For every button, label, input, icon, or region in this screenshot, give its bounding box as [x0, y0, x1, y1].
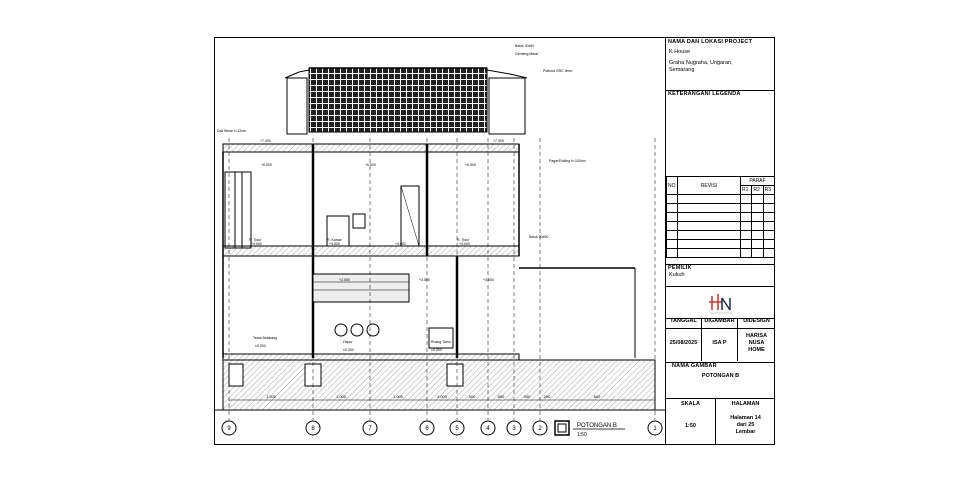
drawing-name-section: NAMA GAMBAR POTONGAN B — [666, 362, 775, 399]
drawn-value: ISA P — [702, 329, 738, 361]
level-mark: +7.000 — [493, 139, 504, 143]
foundation — [215, 359, 665, 411]
project-location: Graha Nugraha, Ungaran, Semarang — [669, 60, 733, 73]
grid-label: 2 — [538, 426, 542, 432]
lower-floor — [222, 256, 636, 361]
col-no: NO — [666, 176, 678, 195]
project-section: NAMA DAN LOKASI PROJECT K House Graha Nu… — [666, 38, 775, 91]
level-mark: +6.500 — [465, 163, 476, 167]
level-mark: ±0.000 — [343, 348, 354, 352]
project-name: K House — [669, 49, 691, 55]
level-mark: ±0.000 — [255, 344, 266, 348]
logo-section — [666, 286, 775, 319]
upper-floor — [222, 143, 520, 257]
level-mark: +3.500 — [419, 278, 430, 282]
grid-bubbles: 9 8 7 6 5 4 3 2 1 — [221, 420, 663, 436]
annotation: Balok 30x50 — [515, 44, 534, 48]
roof — [284, 67, 528, 135]
project-header: NAMA DAN LOKASI PROJECT — [668, 39, 753, 45]
scale-section: SKALA 1:50 HALAMAN Halaman 14 dari 25 Le… — [666, 398, 775, 444]
level-mark: +4.000 — [459, 242, 470, 246]
dim-label: 200 — [544, 394, 551, 399]
paraf-col: R2 — [751, 185, 764, 195]
grid-label: 7 — [368, 426, 372, 432]
grid-lines — [228, 138, 656, 420]
title-block: NAMA DAN LOKASI PROJECT K House Graha Nu… — [665, 38, 776, 444]
date-section: TANGGAL DIGAMBAR DIDESIGN 25/08/2025 ISA… — [666, 318, 775, 363]
section-drawing: 1.200 1.000 1.000 1.000 500 800 300 200 … — [215, 44, 665, 438]
page-header: HALAMAN — [731, 401, 760, 407]
annotation: Genteng Metal — [515, 52, 538, 56]
level-mark: +3.500 — [483, 278, 494, 282]
annotations: Balok 30x50 Genteng Metal Plafond GRC 9m… — [217, 44, 586, 352]
page-value: Halaman 14 dari 25 Lembar — [730, 415, 761, 435]
annotation: Pagar/Railing h=100cm — [549, 159, 586, 163]
dim-label: 600 — [594, 394, 601, 399]
annotation: Plafond GRC 9mm — [543, 69, 572, 73]
dim-label: 800 — [498, 394, 505, 399]
dim-label: 1.000 — [437, 394, 448, 399]
level-mark: ±0.000 — [431, 348, 442, 352]
paraf-col: R3 — [762, 185, 776, 195]
design-value: HARISA NUSA HOME — [745, 333, 768, 353]
scale-header: SKALA — [681, 401, 700, 407]
annotation: R. Tidur — [249, 238, 262, 242]
annotation: Dak Beton t=12cm — [217, 129, 246, 133]
legend-section: KETERANGAN/ LEGENDA — [666, 90, 775, 177]
dim-label: 1.200 — [266, 394, 277, 399]
grid-label: 9 — [227, 426, 231, 432]
level-mark: +6.500 — [261, 163, 272, 167]
caption-scale: 1:50 — [577, 432, 587, 438]
grid-label: 4 — [486, 426, 490, 432]
drawing-name-header: NAMA GAMBAR — [672, 363, 717, 369]
owner-header: PEMILIK — [668, 265, 692, 271]
date-header: TANGGAL — [666, 318, 702, 328]
annotation: Balok 30x50 — [529, 235, 548, 239]
revision-table: NO REVISI PARAF R1 R2 R3 — [666, 176, 776, 258]
level-mark: +7.000 — [260, 139, 271, 143]
annotation: Dapur — [343, 340, 353, 344]
annotation: R. Kamar — [327, 238, 343, 242]
drawn-header: DIGAMBAR — [702, 318, 738, 328]
grid-label: 1 — [653, 426, 657, 432]
level-mark: +2.500 — [339, 278, 350, 282]
col-paraf: PARAF — [740, 176, 775, 186]
annotation: Teras Belakang — [253, 336, 277, 340]
revision-section: NO REVISI PARAF R1 R2 R3 — [666, 176, 776, 265]
dimension-row: 1.200 1.000 1.000 1.000 500 800 300 200 … — [229, 394, 655, 401]
dim-label: 300 — [524, 394, 531, 399]
section-caption: POTONGAN B 1:50 — [554, 420, 625, 438]
date-value: 25/08/2025 — [666, 329, 702, 361]
drawing-name-value: POTONGAN B — [701, 373, 740, 379]
level-mark: +4.000 — [251, 242, 262, 246]
design-header: DIDESIGN — [743, 318, 770, 324]
caption-title: POTONGAN B — [577, 423, 617, 429]
scale-value: 1:50 — [684, 423, 696, 429]
grid-label: 3 — [512, 426, 516, 432]
grid-label: 8 — [311, 426, 315, 432]
paraf-col: R1 — [739, 185, 753, 195]
drawing-sheet: 1.200 1.000 1.000 1.000 500 800 300 200 … — [214, 37, 776, 445]
owner-name: Kukuh — [669, 272, 685, 278]
dim-label: 1.000 — [393, 394, 404, 399]
grid-label: 6 — [425, 426, 429, 432]
legend-header: KETERANGAN/ LEGENDA — [668, 91, 741, 97]
dim-label: 1.000 — [336, 394, 347, 399]
level-mark: +6.500 — [365, 163, 376, 167]
dim-label: 500 — [469, 394, 476, 399]
level-mark: +4.000 — [395, 242, 406, 246]
level-mark: +4.000 — [329, 242, 340, 246]
annotation: R. Tidur — [457, 238, 470, 242]
col-revisi: REVISI — [677, 176, 741, 195]
grid-label: 5 — [455, 426, 459, 432]
owner-section: PEMILIK Kukuh — [666, 264, 775, 287]
annotation: Ruang Tamu — [431, 340, 451, 344]
company-logo — [709, 294, 732, 314]
